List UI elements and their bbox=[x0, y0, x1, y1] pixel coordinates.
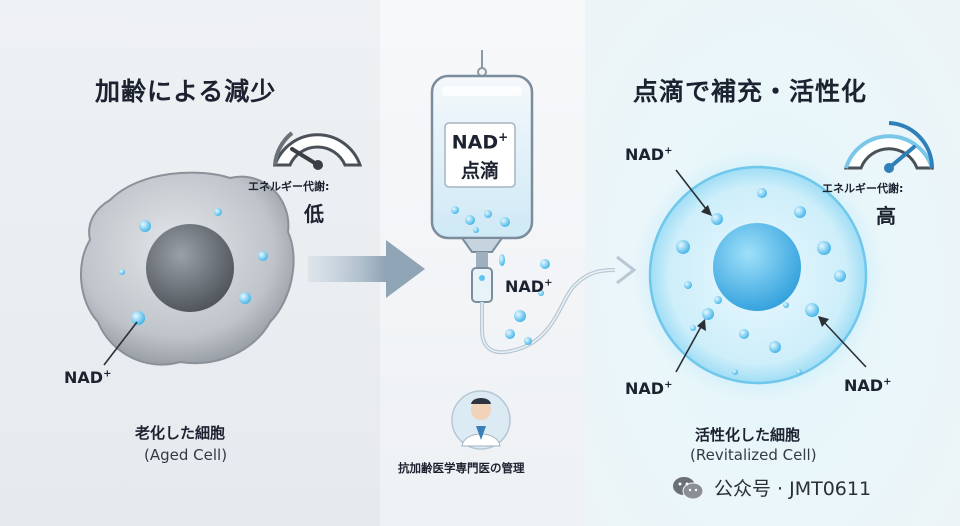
nad-particle bbox=[769, 341, 781, 353]
nad-particle bbox=[794, 206, 806, 218]
nad-label-bottom-left: NAD+ bbox=[625, 379, 673, 398]
nad-particle bbox=[676, 240, 690, 254]
nad-label-drip: NAD+ bbox=[505, 277, 553, 296]
nad-particle bbox=[258, 251, 268, 261]
nad-pointer bbox=[675, 322, 704, 373]
energy-label-high: エネルギー代謝: bbox=[822, 182, 904, 195]
wechat-icon bbox=[673, 476, 704, 499]
nad-particle bbox=[131, 311, 145, 325]
nad-particle bbox=[739, 329, 749, 339]
nad-particle bbox=[119, 269, 125, 275]
bag-label-drip: 点滴 bbox=[460, 160, 499, 182]
arrow-right-icon bbox=[308, 240, 425, 298]
aged-nucleus bbox=[146, 224, 234, 312]
revitalized-cell-label: 活性化した細胞 bbox=[695, 426, 801, 444]
aged-title: 加齢による減少 bbox=[95, 77, 277, 106]
aged-cell-label: 老化した細胞 bbox=[135, 424, 226, 442]
nad-particle bbox=[684, 281, 692, 289]
energy-label-low: エネルギー代謝: bbox=[248, 180, 330, 193]
doctor-label: 抗加齢医学専門医の管理 bbox=[398, 461, 525, 475]
bag-label-nad: NAD+ bbox=[451, 130, 509, 154]
nad-particle bbox=[702, 308, 714, 320]
nad-pointer bbox=[675, 169, 711, 215]
nad-particle bbox=[732, 369, 738, 375]
aged-cell-sublabel: (Aged Cell) bbox=[144, 446, 228, 464]
iv-bag-icon bbox=[430, 50, 637, 355]
nad-particle bbox=[834, 270, 846, 282]
revitalized-cell-sublabel: (Revitalized Cell) bbox=[690, 446, 817, 464]
nad-particle bbox=[139, 220, 151, 232]
doctor-icon bbox=[451, 390, 511, 450]
nad-particle bbox=[757, 188, 767, 198]
gauge-icon bbox=[843, 121, 935, 173]
revitalized-cell bbox=[633, 150, 883, 400]
nad-pointer bbox=[103, 321, 138, 366]
nad-particle bbox=[783, 302, 789, 308]
nad-label-aged: NAD+ bbox=[64, 368, 112, 387]
revitalized-title: 点滴で補充・活性化 bbox=[633, 77, 868, 106]
gauge-icon bbox=[272, 131, 363, 170]
nad-particle bbox=[239, 292, 251, 304]
nad-label-bottom-right: NAD+ bbox=[844, 376, 892, 395]
nad-particle bbox=[714, 296, 722, 304]
nad-particle bbox=[817, 241, 831, 255]
aged-cell bbox=[80, 171, 295, 366]
nad-particle bbox=[796, 369, 802, 375]
energy-value-low: 低 bbox=[304, 202, 324, 226]
energy-value-high: 高 bbox=[876, 204, 896, 228]
nad-particle bbox=[711, 213, 723, 225]
nad-particle bbox=[805, 303, 819, 317]
revitalized-nucleus bbox=[713, 223, 801, 311]
nad-label-top: NAD+ bbox=[625, 145, 673, 164]
nad-particle bbox=[690, 325, 696, 331]
nad-pointer bbox=[821, 319, 867, 368]
nad-particle bbox=[214, 208, 222, 216]
watermark: 公众号 · JMT0611 bbox=[672, 474, 871, 501]
